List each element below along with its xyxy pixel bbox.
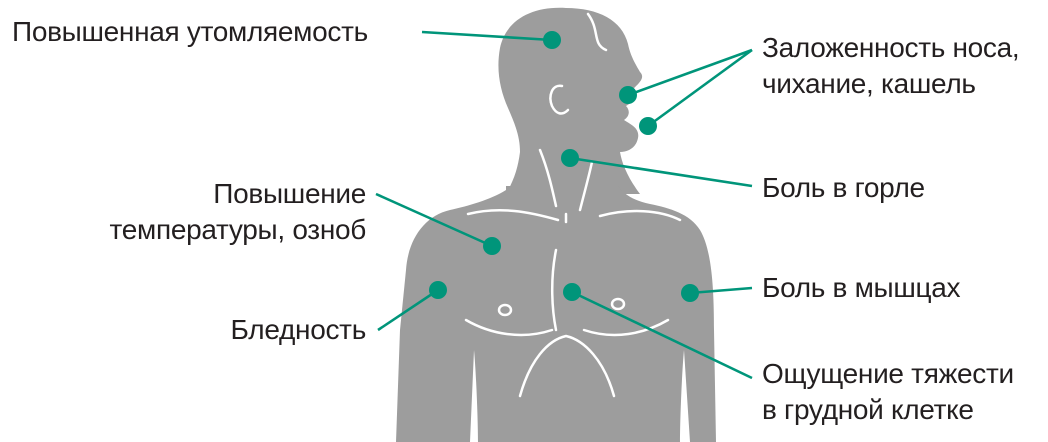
label-chest-line1: Ощущение тяжести bbox=[762, 356, 1014, 392]
marker-arm-left bbox=[429, 281, 447, 299]
leader-nasal-mouth bbox=[648, 50, 752, 126]
label-muscle: Боль в мышцах bbox=[762, 270, 960, 306]
label-fever-line1: Повышение bbox=[110, 176, 366, 212]
marker-arm-right bbox=[681, 284, 699, 302]
marker-throat bbox=[561, 149, 579, 167]
marker-mouth bbox=[639, 117, 657, 135]
marker-nose bbox=[619, 86, 637, 104]
label-pallor: Бледность bbox=[231, 312, 366, 348]
marker-chest-center bbox=[563, 283, 581, 301]
label-muscle-text: Боль в мышцах bbox=[762, 270, 960, 306]
label-nasal-line2: чихание, кашель bbox=[762, 66, 1019, 102]
label-fever-line2: температуры, озноб bbox=[110, 212, 366, 248]
label-nasal: Заложенность носа, чихание, кашель bbox=[762, 30, 1019, 102]
label-fever: Повышение температуры, озноб bbox=[110, 176, 366, 248]
label-throat: Боль в горле bbox=[762, 170, 925, 206]
marker-head bbox=[543, 31, 561, 49]
label-fatigue: Повышенная утомляемость bbox=[12, 14, 368, 50]
label-throat-text: Боль в горле bbox=[762, 170, 925, 206]
label-chest-line2: в грудной клетке bbox=[762, 392, 1014, 428]
label-pallor-text: Бледность bbox=[231, 312, 366, 348]
leader-nasal-nose bbox=[628, 50, 752, 95]
label-chest: Ощущение тяжести в грудной клетке bbox=[762, 356, 1014, 428]
label-nasal-line1: Заложенность носа, bbox=[762, 30, 1019, 66]
marker-chest-upper bbox=[483, 237, 501, 255]
label-fatigue-text: Повышенная утомляемость bbox=[12, 14, 368, 50]
